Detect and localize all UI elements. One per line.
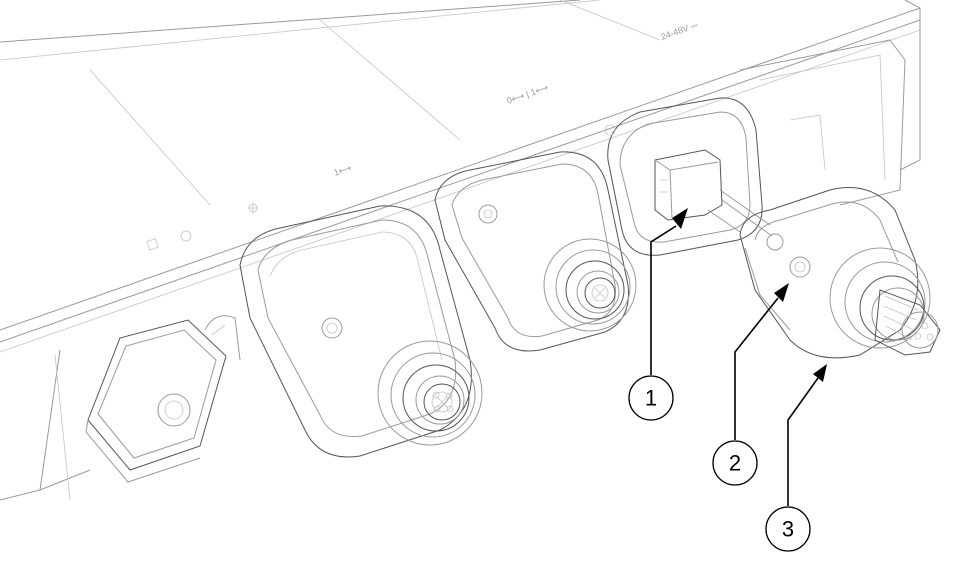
callout-3-circle [765,506,811,552]
callout-2-number: 2 [729,451,741,476]
callout-1-leader [650,225,677,375]
callout-3-leader [787,377,819,506]
port-label-a: 1⟷ [332,163,352,178]
port-label-b: 0⟷ | 1⟷ [505,82,549,106]
callout-1: 1 [628,208,688,421]
callout-2-circle [712,440,758,486]
port-housing-2 [434,151,637,352]
callout-2-leader [734,297,779,440]
callout-1-number: 1 [645,386,657,411]
port-label-group: 1⟷ 0⟷ | 1⟷ 24-48V ⎓ [332,20,699,178]
status-icons [146,203,258,251]
callout-3-number: 3 [782,517,794,542]
callout-3: 3 [765,364,827,552]
hex-plug [85,315,241,483]
callout-1-arrowhead [672,208,688,229]
power-socket-recess [604,97,773,256]
callout-1-circle [628,375,674,421]
port-housing-1 [239,205,483,458]
enclosure-body [0,0,921,501]
callout-2-arrowhead [774,283,789,302]
callout-3-arrowhead [813,364,827,382]
detached-port-connector [739,187,941,359]
callout-2: 2 [712,283,789,486]
port-label-c: 24-48V ⎓ [659,20,699,42]
